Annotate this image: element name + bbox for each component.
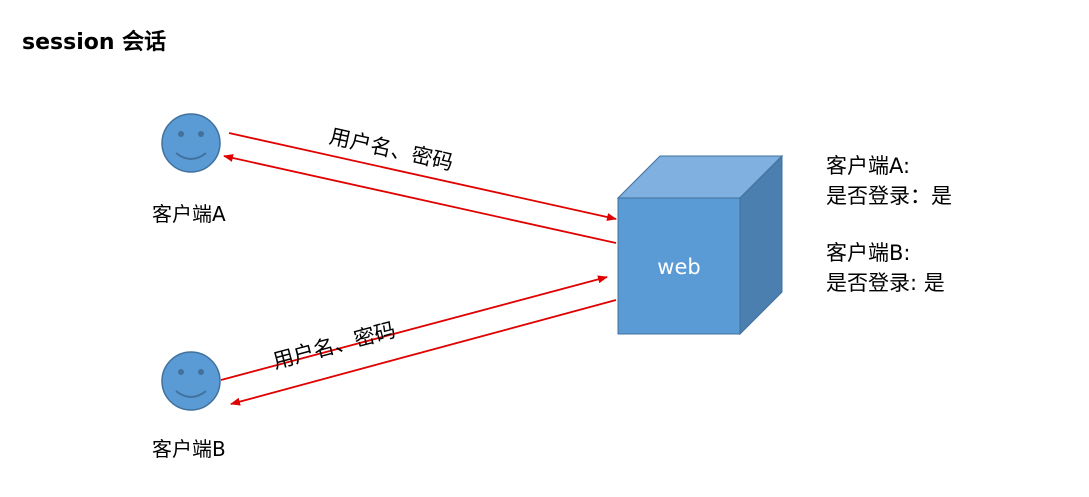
client-b-smiley-icon [161, 351, 221, 411]
arrow-b-request [220, 275, 608, 381]
status-client-b-logged-in: 是否登录: 是 [826, 271, 945, 295]
status-client-a-logged-in: 是否登录：是 [826, 184, 952, 208]
status-block-client-b: 客户端B: 是否登录: 是 [826, 238, 945, 298]
client-a-smiley-icon [161, 113, 221, 173]
web-server-cube [616, 154, 784, 336]
web-server-label: web [657, 255, 700, 279]
arrow-a-request [228, 132, 617, 221]
page-title: session 会话 [22, 30, 167, 55]
status-client-a-name: 客户端A: [826, 154, 911, 178]
arrow-a-response [223, 154, 617, 244]
status-client-b-name: 客户端B: [826, 241, 911, 265]
client-b-label: 客户端B [152, 437, 226, 461]
arrow-b-response [230, 299, 617, 406]
status-block-client-a: 客户端A: 是否登录：是 [826, 151, 952, 211]
client-a-label: 客户端A [152, 202, 226, 226]
